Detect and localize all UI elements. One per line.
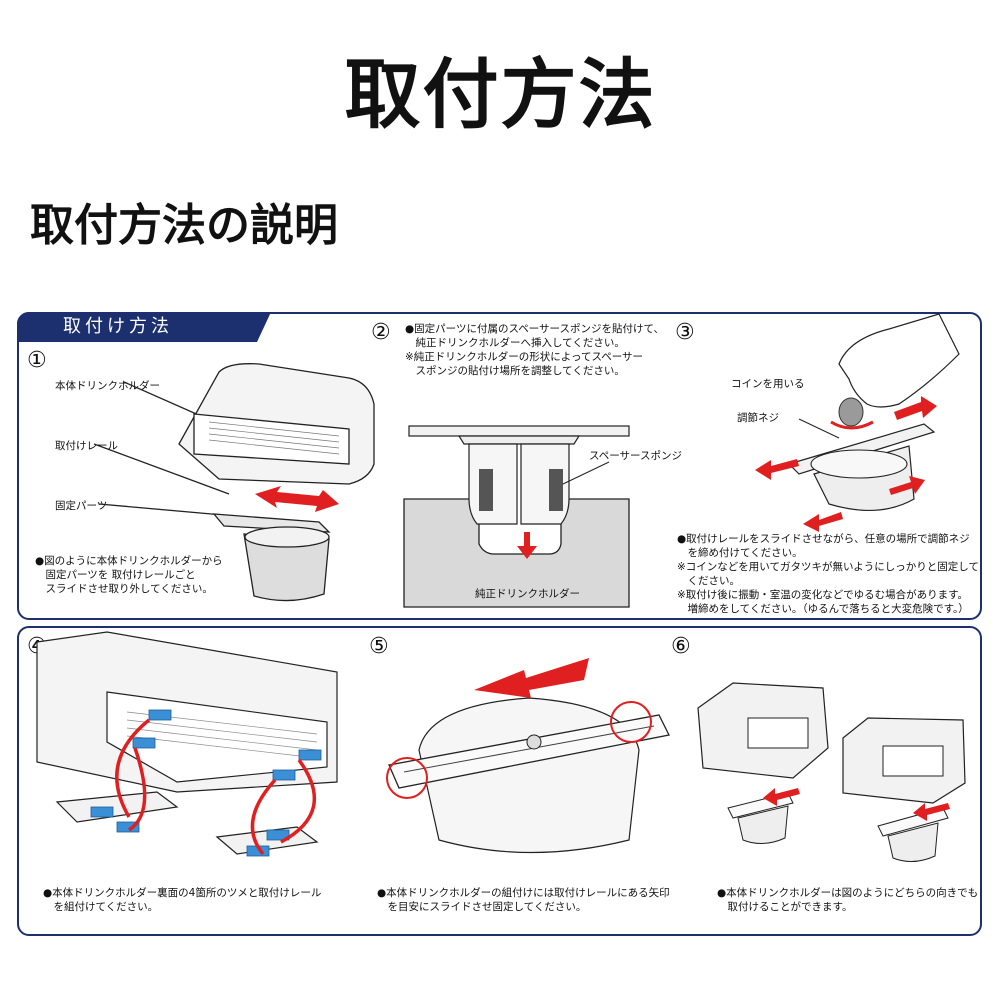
- step-3-note-line: ください。: [677, 575, 740, 587]
- step-2-note: ●固定パーツに付属のスペーサースポンジを貼付けて、 純正ドリンクホルダーへ挿入し…: [405, 322, 664, 378]
- step-3-note-line: 増締めをしてください。（ゆるんで落ちると大変危険です。）: [677, 603, 969, 615]
- label-rail: 取付けレール: [55, 440, 118, 452]
- label-oem-holder: 純正ドリンクホルダー: [475, 588, 580, 600]
- step-1-note: ●図のように本体ドリンクホルダーから 固定パーツを 取付けレールごと スライドさ…: [35, 554, 223, 596]
- step-2-note-line: ※純正ドリンクホルダーの形状によってスペーサー: [405, 351, 644, 363]
- step-4-illustration: [36, 631, 338, 857]
- step-6-note-line: ●本体ドリンクホルダーは図のようにどちらの向きでも: [717, 887, 979, 899]
- step-2-note-line: 純正ドリンクホルダーへ挿入してください。: [405, 337, 625, 349]
- step-3-note-line: ※コインなどを用いてガタツキが無いようにしっかりと固定して: [677, 561, 979, 573]
- step-2-note-line: ●固定パーツに付属のスペーサースポンジを貼付けて、: [405, 323, 664, 335]
- label-adjust-screw: 調節ネジ: [737, 412, 779, 424]
- step-6-note-line: 取付けることができます。: [717, 901, 853, 913]
- step-3-note-line: を締め付けてください。: [677, 547, 803, 559]
- step-5-note-line: ●本体ドリンクホルダーの組付けには取付けレールにある矢印: [377, 887, 670, 899]
- step-3-note: ●取付けレールをスライドさせながら、任意の場所で調節ネジ を締め付けてください。…: [677, 532, 979, 616]
- label-coin: コインを用いる: [731, 378, 805, 390]
- step-1-illustration: [93, 363, 375, 602]
- step-6-note: ●本体ドリンクホルダーは図のようにどちらの向きでも 取付けることができます。: [717, 886, 978, 914]
- step-3-note-line: ※取付け後に振動・室温の変化などでゆるむ場合があります。: [677, 589, 969, 601]
- step-2-illustration: [403, 425, 630, 608]
- step-4-note-line: を組付けてください。: [43, 901, 159, 913]
- panel-tab-header: 取付け方法: [17, 312, 271, 342]
- step-6-illustration: [697, 682, 966, 862]
- step-3-illustration: [755, 313, 960, 532]
- section-subtitle: 取付方法の説明: [30, 200, 338, 251]
- label-fixed-parts: 固定パーツ: [55, 500, 108, 512]
- step-1-note-line: ●図のように本体ドリンクホルダーから: [35, 555, 223, 567]
- page-title: 取付方法: [344, 50, 657, 139]
- step-2-number: ②: [371, 320, 391, 345]
- step-4-note-line: ●本体ドリンクホルダー裏面の4箇所のツメと取付けレール: [43, 887, 322, 899]
- step-6-number: ⑥: [671, 634, 691, 659]
- step-5-number: ⑤: [369, 634, 389, 659]
- step-5-note-line: を目安にスライドさせ固定してください。: [377, 901, 587, 913]
- step-5-note: ●本体ドリンクホルダーの組付けには取付けレールにある矢印 を目安にスライドさせ固…: [377, 886, 670, 914]
- instructions-panel-top: 取付け方法 ① 本体ドリンクホルダー 取付けレール 固定パーツ ●図のように本体…: [17, 312, 982, 620]
- step-5-illustration: [386, 658, 670, 854]
- step-4-note: ●本体ドリンクホルダー裏面の4箇所のツメと取付けレール を組付けてください。: [43, 886, 321, 914]
- label-holder: 本体ドリンクホルダー: [55, 380, 160, 392]
- label-spacer-sponge: スペーサースポンジ: [589, 450, 683, 462]
- step-1-note-line: 固定パーツを 取付けレールごと: [35, 569, 196, 581]
- step-1-note-line: スライドさせ取り外してください。: [35, 583, 213, 595]
- step-3-note-line: ●取付けレールをスライドさせながら、任意の場所で調節ネジ: [677, 533, 970, 545]
- step-2-note-line: スポンジの貼付け場所を調整してください。: [405, 365, 625, 377]
- instructions-panel-bottom: ④ ●本体ドリンクホルダー裏面の4箇所のツメと取付けレール を組付けてください。…: [17, 626, 982, 936]
- step-3-number: ③: [675, 320, 695, 345]
- step-1-number: ①: [27, 348, 47, 373]
